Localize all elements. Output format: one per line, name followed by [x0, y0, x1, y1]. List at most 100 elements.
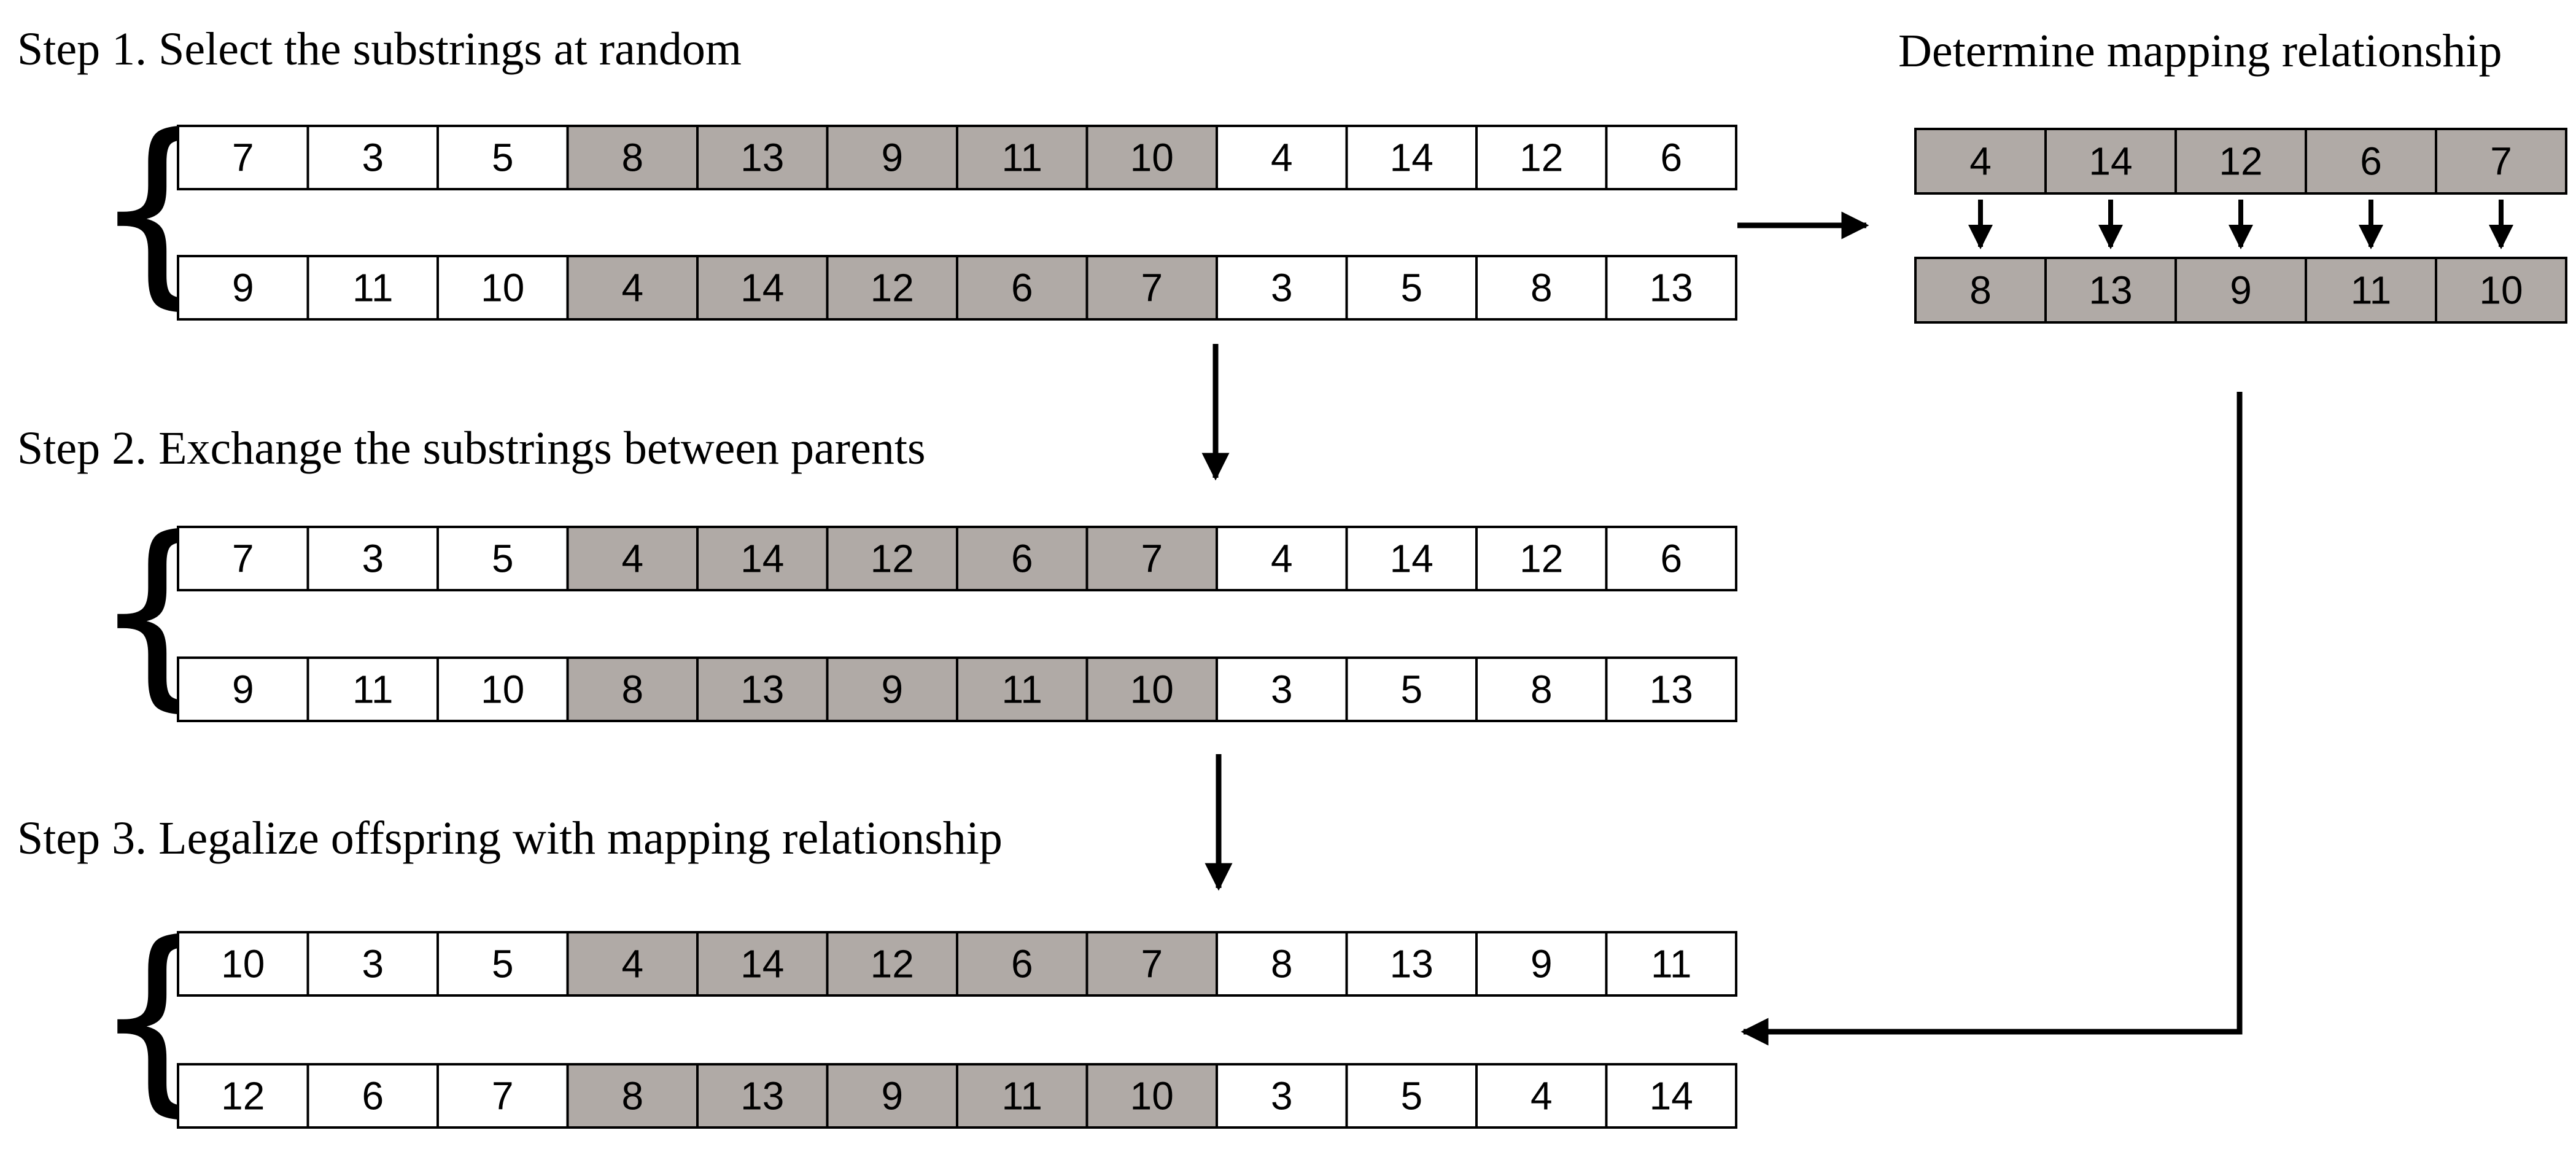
gene-cell-box [436, 255, 569, 321]
gene-cell: 13 [696, 656, 829, 722]
gene-cell-box [1216, 255, 1348, 321]
gene-value: 11 [2351, 268, 2391, 313]
gene-cell: 7 [1085, 526, 1218, 591]
gene-value: 5 [492, 942, 514, 986]
gene-cell: 12 [1475, 125, 1608, 190]
gene-value: 12 [221, 1074, 265, 1118]
gene-cell: 7 [2435, 128, 2567, 195]
gene-value: 7 [492, 1074, 514, 1118]
gene-cell-box [1475, 255, 1608, 321]
gene-cell: 8 [566, 125, 699, 190]
gene-cell: 12 [826, 931, 958, 997]
gene-cell: 12 [1475, 526, 1608, 591]
gene-cell-box [436, 931, 569, 997]
gene-cell-box [1605, 125, 1737, 190]
gene-cell-box [696, 931, 829, 997]
gene-cell: 6 [306, 1063, 439, 1129]
step-2-title: Step 2. Exchange the substrings between … [17, 423, 926, 474]
gene-value: 11 [1002, 668, 1042, 712]
gene-cell: 3 [1216, 656, 1348, 722]
gene-value: 13 [740, 668, 784, 712]
gene-cell-box [1605, 255, 1737, 321]
gene-value: 9 [232, 668, 254, 712]
gene-value: 4 [1530, 1074, 1553, 1118]
gene-cell: 9 [826, 1063, 958, 1129]
gene-cell-box [306, 526, 439, 591]
gene-value: 8 [621, 1074, 643, 1118]
gene-value: 5 [1400, 1074, 1422, 1118]
gene-value: 10 [1130, 136, 1174, 180]
gene-cell-box [826, 125, 958, 190]
gene-value: 6 [1011, 266, 1033, 310]
mapping-arrows [1968, 200, 2513, 249]
gene-cell: 14 [696, 255, 829, 321]
gene-cell: 10 [436, 255, 569, 321]
gene-value: 10 [2479, 268, 2523, 313]
gene-cell: 9 [177, 656, 309, 722]
gene-value: 7 [2490, 139, 2512, 184]
gene-cell-box [1605, 526, 1737, 591]
gene-cell: 9 [826, 656, 958, 722]
gene-cell: 9 [826, 125, 958, 190]
gene-cell-box [1216, 125, 1348, 190]
gene-cell: 6 [956, 931, 1088, 997]
gene-cell: 13 [696, 1063, 829, 1129]
gene-cell-box [436, 526, 569, 591]
gene-cell-box [1605, 931, 1737, 997]
gene-cell-box [1085, 1063, 1218, 1129]
gene-value: 11 [1002, 136, 1042, 180]
gene-cell: 13 [2044, 257, 2177, 324]
gene-cell: 4 [1914, 128, 2047, 195]
gene-cell-box [1085, 931, 1218, 997]
gene-cell-box [177, 526, 309, 591]
gene-cell-box [2044, 257, 2177, 324]
gene-cell-box [1216, 1063, 1348, 1129]
gene-cell: 5 [1345, 656, 1478, 722]
gene-value: 12 [871, 537, 914, 581]
gene-cell: 11 [956, 656, 1088, 722]
gene-cell: 5 [436, 125, 569, 190]
step-1-title: Step 1. Select the substrings at random [17, 23, 742, 75]
gene-cell-box [177, 1063, 309, 1129]
gene-cell-box [1216, 656, 1348, 722]
gene-cell-box [1475, 656, 1608, 722]
gene-value: 7 [1141, 942, 1163, 986]
gene-cell: 8 [1216, 931, 1348, 997]
gene-value: 12 [871, 266, 914, 310]
gene-value: 5 [1400, 668, 1422, 712]
gene-cell-box [177, 255, 309, 321]
gene-value: 8 [1969, 268, 1992, 313]
gene-value: 6 [1011, 537, 1033, 581]
gene-value: 11 [1651, 942, 1691, 986]
gene-cell-box [826, 255, 958, 321]
gene-cell: 3 [306, 931, 439, 997]
gene-cell: 14 [1605, 1063, 1737, 1129]
gene-value: 8 [1271, 942, 1293, 986]
gene-value: 3 [1271, 1074, 1293, 1118]
gene-value: 11 [1002, 1074, 1042, 1118]
gene-cell: 7 [177, 125, 309, 190]
gene-cell-box [306, 125, 439, 190]
gene-value: 3 [1271, 266, 1293, 310]
gene-value: 13 [740, 1074, 784, 1118]
gene-value: 5 [492, 537, 514, 581]
gene-cell: 6 [956, 526, 1088, 591]
gene-value: 12 [1519, 136, 1563, 180]
gene-value: 14 [1650, 1074, 1693, 1118]
gene-value: 10 [481, 668, 524, 712]
gene-cell: 6 [956, 255, 1088, 321]
gene-cell: 10 [436, 656, 569, 722]
gene-cell-box [1914, 128, 2047, 195]
gene-cell: 9 [2174, 257, 2307, 324]
gene-cell-box [1605, 656, 1737, 722]
gene-cell: 4 [1216, 125, 1348, 190]
gene-cell: 5 [1345, 255, 1478, 321]
gene-cell-box [2174, 128, 2307, 195]
gene-cell-box [566, 656, 699, 722]
gene-value: 9 [232, 266, 254, 310]
gene-cell: 8 [1475, 656, 1608, 722]
gene-value: 10 [221, 942, 265, 986]
gene-cell-box [696, 255, 829, 321]
gene-cell: 3 [1216, 255, 1348, 321]
